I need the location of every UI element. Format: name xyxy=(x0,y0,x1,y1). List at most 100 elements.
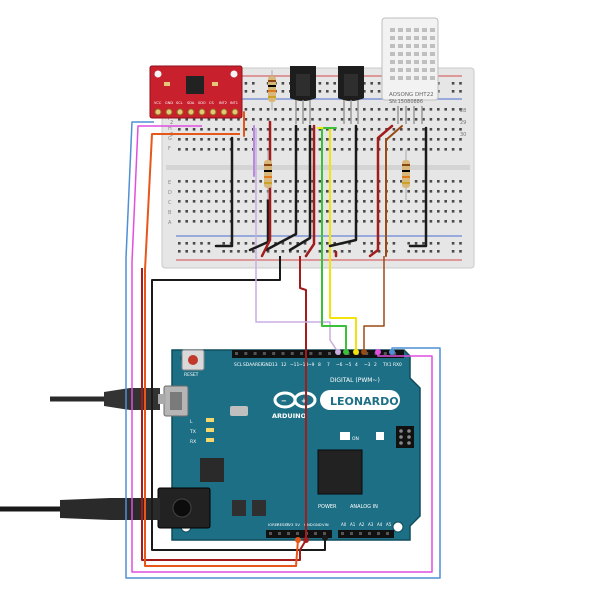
resistor-top xyxy=(268,70,276,110)
wire-black xyxy=(328,124,358,248)
row-letter: B xyxy=(168,210,172,216)
wire-lilac xyxy=(255,128,339,353)
analog-pin-label: A0 xyxy=(341,522,347,527)
digital-pin-label: 4 xyxy=(355,362,358,368)
row-letter: I xyxy=(168,116,169,122)
accel-pin-label: INT2 xyxy=(219,101,227,105)
power-pin-labels: IOREF RESET 3V3 5V GND GND VIN xyxy=(268,522,329,527)
digital-pin-label: SDA xyxy=(243,362,252,368)
svg-text:−: − xyxy=(281,397,287,405)
digital-pin-label: ~10 xyxy=(299,362,308,368)
model-badge xyxy=(320,390,400,410)
analog-header xyxy=(338,530,394,538)
digital-pin-label: ~11 xyxy=(290,362,299,368)
digital-pin-label: 2 xyxy=(374,362,377,368)
digital-pin-labels: SCL SDA AREF GND 13 12 ~11 ~10 ~9 8 7 ~6… xyxy=(234,362,402,368)
svg-text:+: + xyxy=(301,397,307,405)
wire-black xyxy=(151,256,326,551)
wire-black xyxy=(288,124,312,252)
accel-pin-label: SDA xyxy=(187,101,195,105)
accelerometer-breakout: VCC GND SCL SDA SDO CS INT2 INT1 xyxy=(149,65,243,119)
wire-red xyxy=(304,124,316,258)
digital-header xyxy=(232,350,404,358)
accelerometer-chip xyxy=(186,76,204,94)
power-header-label: POWER xyxy=(318,504,337,510)
wire-orange xyxy=(144,133,299,567)
resistor-middle-right xyxy=(402,150,410,200)
breadboard-right-numbers: 28 29 30 xyxy=(460,108,466,138)
wire-green xyxy=(321,128,347,352)
breadboard-number: 28 xyxy=(460,108,466,114)
wire-black xyxy=(264,124,298,252)
wire-brown xyxy=(385,125,403,257)
microcontroller-chip xyxy=(317,449,363,495)
digital-pin-label: 13 xyxy=(272,362,278,368)
breadboard-number: 29 xyxy=(460,120,466,126)
breadboard-number: 2 xyxy=(170,120,173,126)
analog-pin-labels: A0 A1 A2 A3 A4 A5 xyxy=(341,522,392,527)
digital-pin-label: ~9 xyxy=(308,362,315,368)
row-letter: C xyxy=(168,200,172,206)
wire-red xyxy=(368,124,394,258)
wire-pink xyxy=(131,125,433,573)
row-letter: A xyxy=(168,220,172,226)
wire-red xyxy=(141,256,307,561)
digital-pin-label: AREF xyxy=(252,362,264,368)
accel-pin-label: VCC xyxy=(154,101,162,105)
led-label: ON xyxy=(352,436,359,442)
digital-pin-label: GND xyxy=(262,362,273,368)
power-pin-label: VIN xyxy=(322,522,329,527)
analog-header-label: ANALOG IN xyxy=(350,504,378,510)
digital-pin-label: ~5 xyxy=(345,362,352,368)
accel-pin-label: GND xyxy=(165,101,173,105)
dht22-sensor: AOSONG DHT22 SN:15080886 xyxy=(381,17,439,124)
dht22-serial-text: SN:15080886 xyxy=(389,99,423,105)
wire-yellow xyxy=(329,128,357,352)
accel-pin-label: CS xyxy=(209,101,214,105)
resistor-middle-left xyxy=(264,150,272,200)
wire-black xyxy=(408,126,428,248)
power-pin-label: 3V3 xyxy=(286,522,294,527)
breadboard-number: 30 xyxy=(460,132,466,138)
power-pin-label: 5V xyxy=(295,522,300,527)
led-label: TX xyxy=(189,429,196,435)
accel-pin-label: SDO xyxy=(198,101,206,105)
to92-sensor-right xyxy=(338,66,364,124)
model-name: LEONARDO xyxy=(330,395,399,408)
led-label: RX xyxy=(190,439,196,445)
row-letter: F xyxy=(168,146,171,152)
wire-brown xyxy=(363,256,385,352)
wires xyxy=(125,121,441,579)
mounting-hole-icon xyxy=(392,521,404,533)
arduino-brand-text: ARDUINO xyxy=(272,412,307,420)
wire-blue xyxy=(125,121,441,579)
accel-pin-label: INT1 xyxy=(230,101,238,105)
row-letter: H xyxy=(168,126,172,132)
reset-label: RESET xyxy=(184,372,199,378)
to92-sensor-left xyxy=(290,66,316,124)
digital-pin-label: ~3 xyxy=(364,362,371,368)
analog-pin-label: A5 xyxy=(386,522,392,527)
header-wire-ends xyxy=(295,349,395,543)
row-letter: G xyxy=(168,136,172,142)
digital-pin-label: TX1 xyxy=(382,362,392,368)
analog-pin-label: A1 xyxy=(350,522,356,527)
accel-pin-label: SCL xyxy=(176,101,183,105)
digital-pin-label: SCL xyxy=(234,362,243,368)
wire-black xyxy=(214,136,234,248)
voltage-regulator xyxy=(200,458,224,482)
dht22-model-text: AOSONG DHT22 xyxy=(389,92,434,98)
analog-pin-label: A3 xyxy=(368,522,374,527)
digital-pin-label: RX0 xyxy=(393,362,402,368)
power-pin-label: RESET xyxy=(277,522,290,527)
analog-pin-label: A2 xyxy=(359,522,365,527)
reset-button-cap-icon[interactable] xyxy=(188,355,198,365)
digital-pin-label: 7 xyxy=(327,362,330,368)
digital-pin-label: 8 xyxy=(318,362,321,368)
digital-pin-label: ~6 xyxy=(336,362,343,368)
analog-pin-label: A4 xyxy=(377,522,383,527)
icsp-header xyxy=(396,426,414,448)
arduino-leonardo-board: SCL SDA AREF GND 13 12 ~11 ~10 ~9 8 7 ~6… xyxy=(157,349,421,541)
row-letter: D xyxy=(168,190,172,196)
